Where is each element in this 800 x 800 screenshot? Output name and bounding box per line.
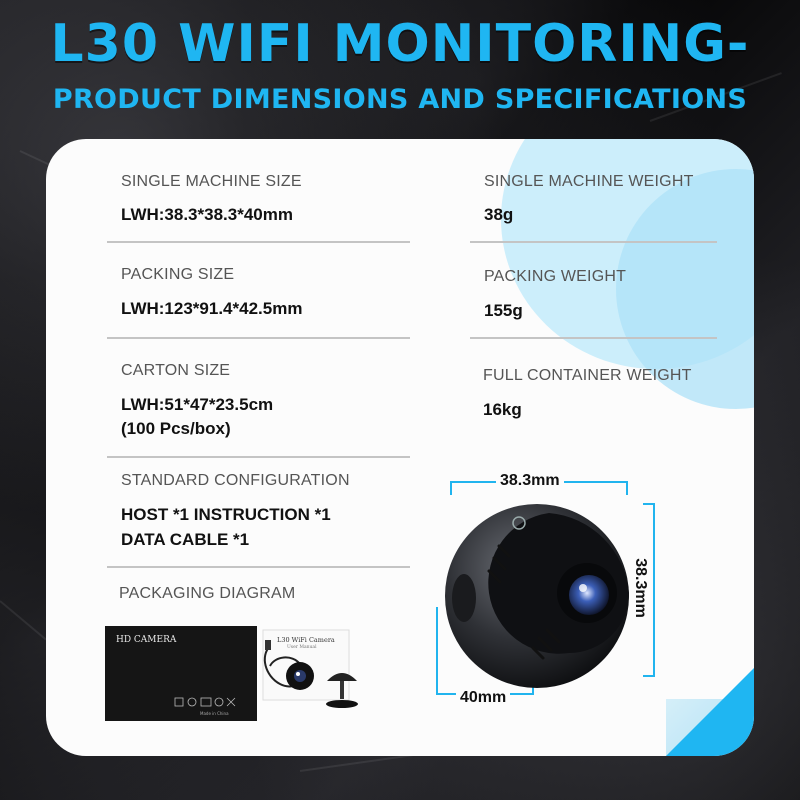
vent-slots — [487, 544, 561, 660]
page-title: L30 WIFI MONITORING- — [50, 14, 750, 74]
carton-size-value: LWH:51*47*23.5cm — [121, 395, 274, 414]
single-weight-value: 38g — [484, 205, 514, 224]
camera-product-image — [445, 504, 629, 688]
divider — [107, 241, 410, 243]
container-weight-value: 16kg — [483, 400, 522, 419]
box-label: HD CAMERA — [116, 635, 177, 645]
carton-size-label: CARTON SIZE — [121, 362, 231, 379]
divider — [470, 241, 717, 243]
carton-qty-value: (100 Pcs/box) — [121, 419, 231, 438]
divider — [107, 337, 410, 339]
lens-icon — [569, 575, 609, 615]
config-label: STANDARD CONFIGURATION — [121, 472, 350, 489]
packing-size-label: PACKING SIZE — [121, 266, 235, 283]
single-size-label: SINGLE MACHINE SIZE — [121, 173, 302, 190]
config-value-line2: DATA CABLE *1 — [121, 530, 250, 549]
corner-accent — [666, 668, 754, 756]
single-size-value: LWH:38.3*38.3*40mm — [121, 205, 293, 224]
manual-title: L30 WiFi Camera — [277, 636, 335, 644]
depth-dimension: 40mm — [456, 689, 511, 707]
container-weight-label: FULL CONTAINER WEIGHT — [483, 367, 692, 384]
packing-weight-label: PACKING WEIGHT — [484, 268, 627, 285]
divider — [470, 337, 717, 339]
magnet-base-image — [327, 673, 357, 681]
spec-card: SINGLE MACHINE SIZE LWH:38.3*38.3*40mm S… — [46, 139, 754, 756]
config-value-line1: HOST *1 INSTRUCTION *1 — [121, 505, 331, 524]
power-icon — [512, 516, 526, 530]
packing-size-value: LWH:123*91.4*42.5mm — [121, 299, 303, 318]
divider — [107, 456, 410, 458]
made-in-label: Made in China — [200, 711, 229, 716]
width-dimension: 38.3mm — [496, 472, 564, 490]
single-weight-label: SINGLE MACHINE WEIGHT — [484, 173, 694, 190]
diagram-label: PACKAGING DIAGRAM — [119, 585, 296, 602]
divider — [107, 566, 410, 568]
manual-subtitle: User Manual — [287, 644, 317, 650]
page-subtitle: PRODUCT DIMENSIONS AND SPECIFICATIONS — [52, 84, 748, 115]
packing-weight-value: 155g — [484, 301, 523, 320]
product-box-image — [105, 626, 257, 721]
height-bracket — [643, 503, 655, 677]
packaging-diagram: HD CAMERA Made in China L30 WiFi Camera … — [105, 626, 358, 721]
certification-icons — [174, 697, 236, 707]
